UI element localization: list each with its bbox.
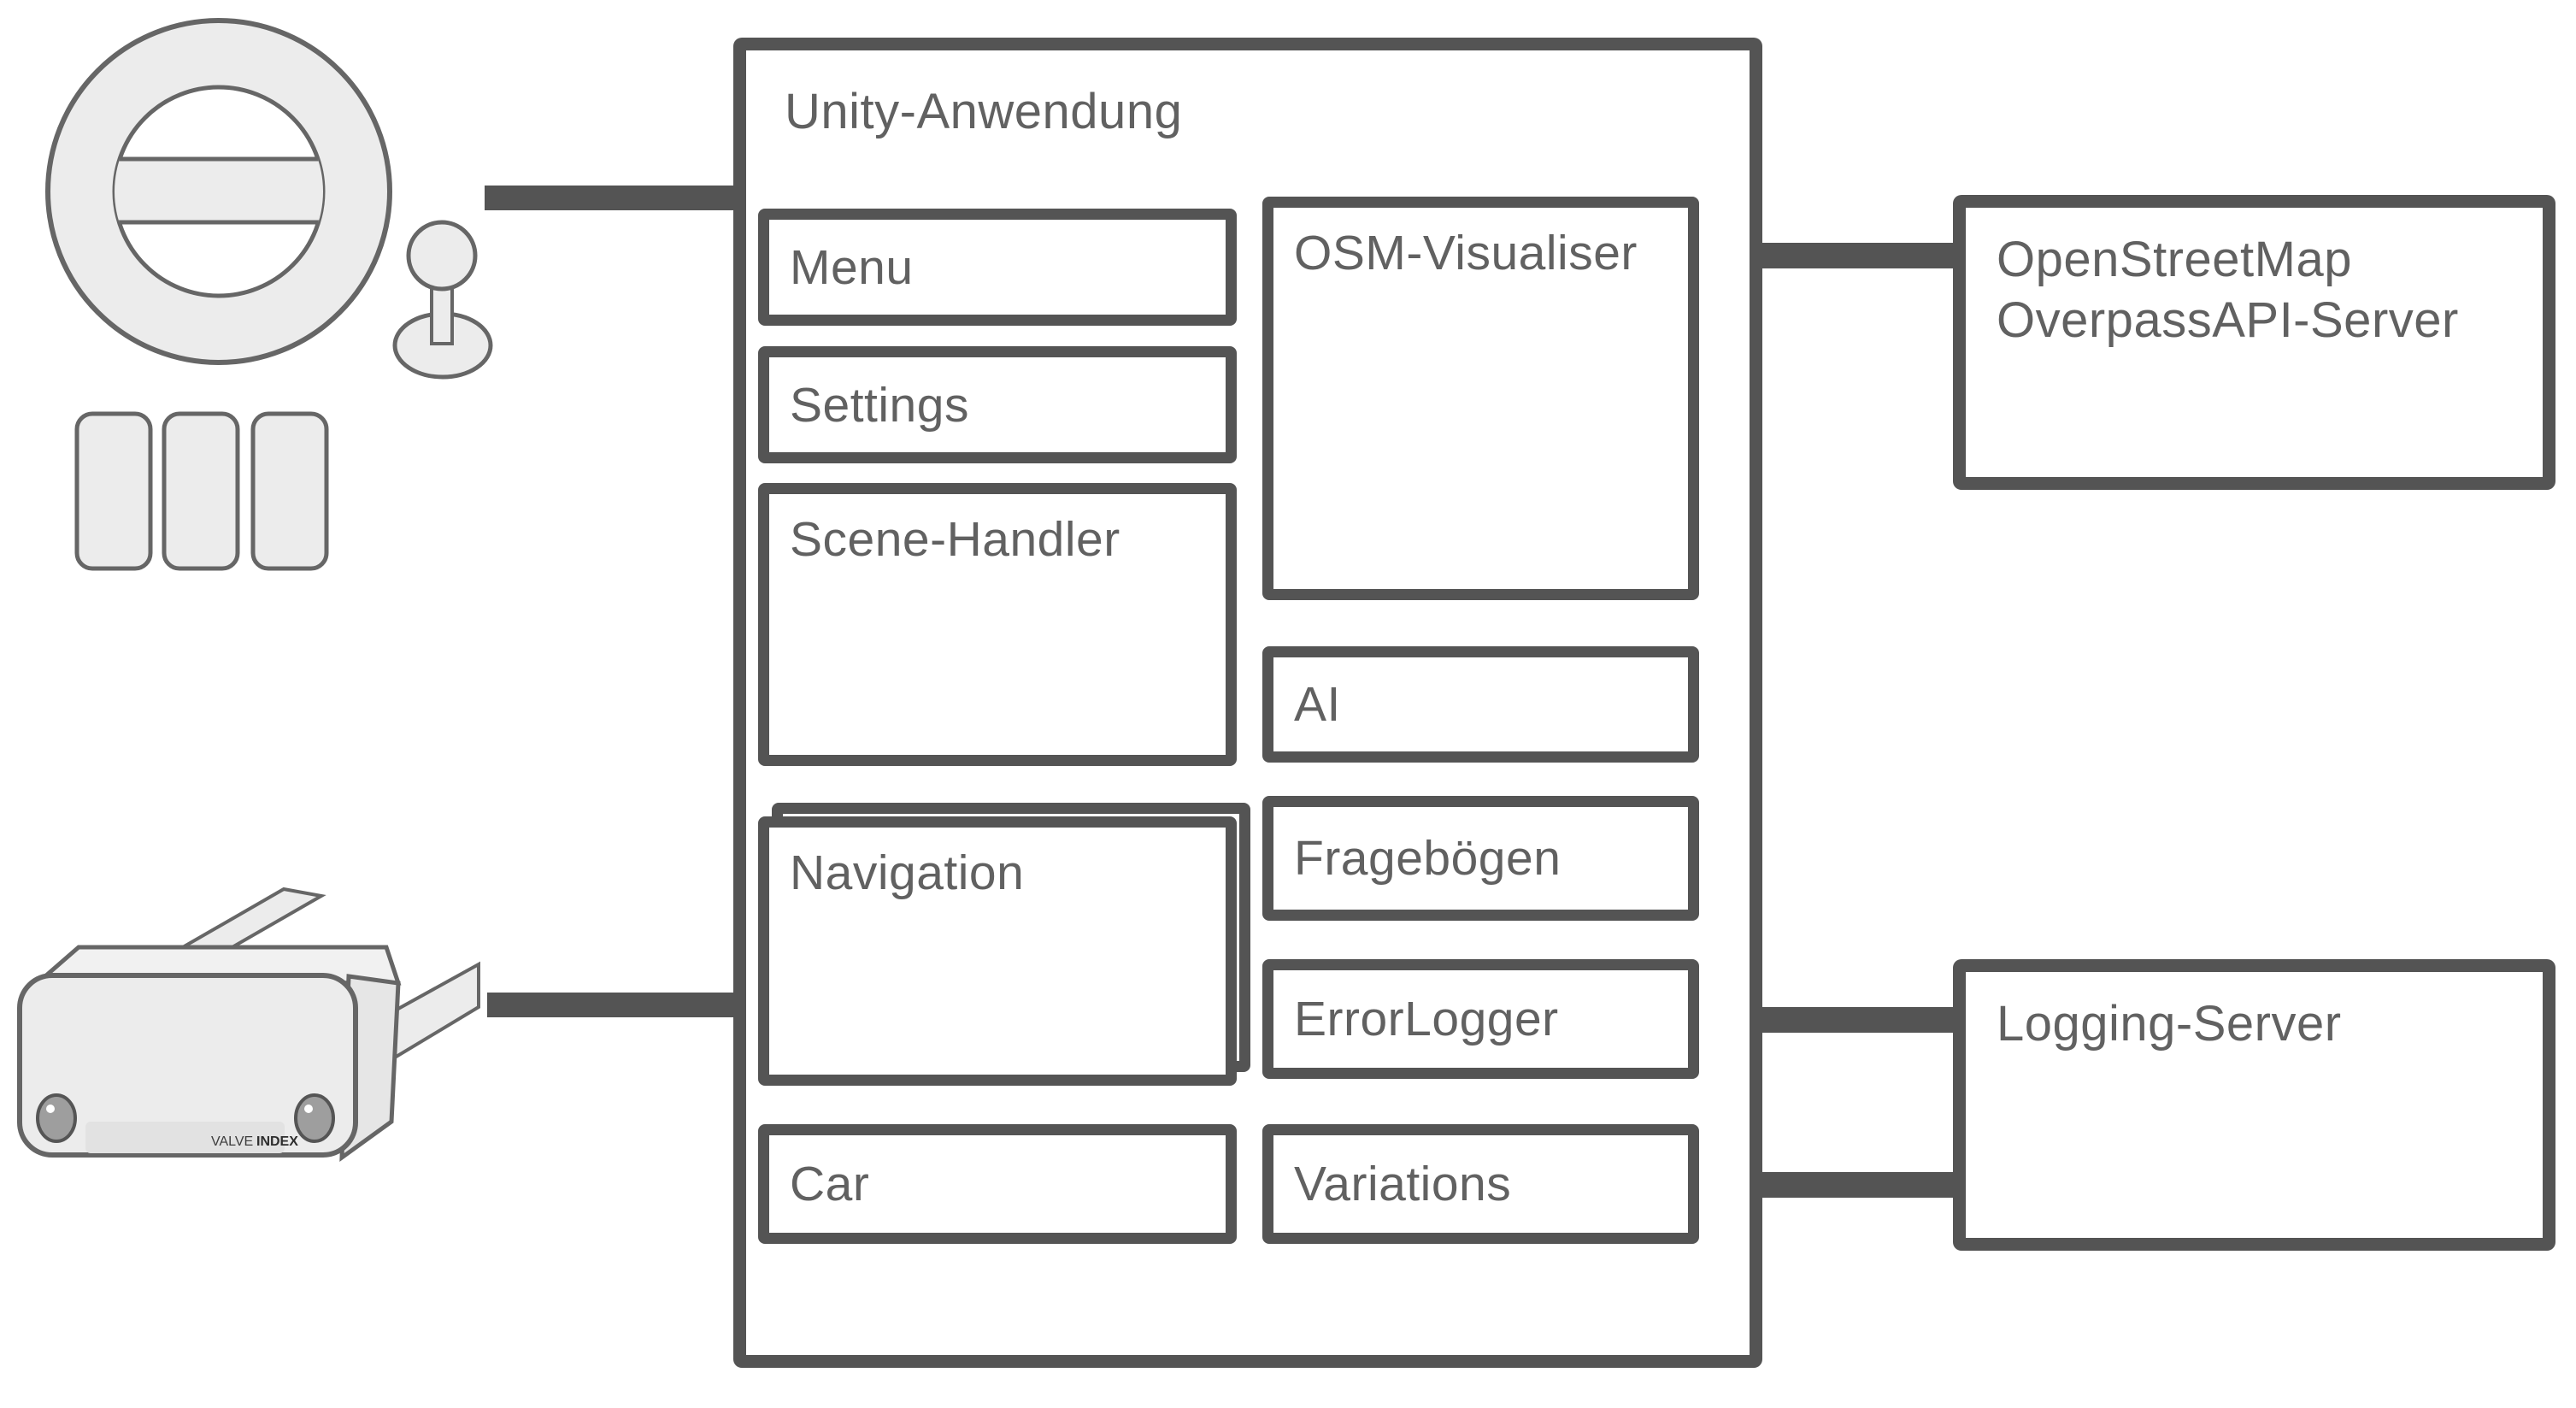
module-car-label: Car: [790, 1157, 870, 1211]
module-car: Car: [758, 1124, 1237, 1244]
module-settings: Settings: [758, 346, 1237, 463]
module-variations-label: Variations: [1294, 1157, 1512, 1211]
module-fragebogen-label: Fragebögen: [1294, 831, 1561, 886]
module-navigation-label: Navigation: [790, 845, 1025, 900]
module-errorlogger: ErrorLogger: [1262, 959, 1699, 1079]
module-settings-label: Settings: [790, 377, 969, 433]
headset-to-unity-connector: [487, 993, 741, 1017]
steering-wheel-icon: [45, 18, 392, 365]
vr-headset-icon: VALVE INDEX: [17, 887, 480, 1163]
module-ai: AI: [1262, 646, 1699, 763]
vr-model-label: INDEX: [256, 1134, 298, 1149]
osm-overpass-server-label-line1: OpenStreetMap: [1997, 232, 2352, 287]
vr-brand-label: VALVE: [211, 1134, 253, 1149]
gear-shifter-icon: [392, 220, 493, 380]
module-scene-handler-label: Scene-Handler: [790, 512, 1120, 567]
module-ai-label: AI: [1294, 677, 1341, 732]
logging-server-label: Logging-Server: [1997, 996, 2342, 1052]
osm-overpass-server-box: OpenStreetMap OverpassAPI-Server: [1953, 195, 2555, 490]
module-navigation: Navigation: [758, 816, 1237, 1086]
module-scene-handler: Scene-Handler: [758, 483, 1237, 766]
logging-server-box: Logging-Server: [1953, 959, 2555, 1251]
module-osm-visualiser-label: OSM-Visualiser: [1294, 226, 1638, 280]
osm-overpass-server-label-line2: OverpassAPI-Server: [1997, 292, 2459, 348]
module-osm-visualiser: OSM-Visualiser: [1262, 197, 1699, 600]
pedals-icon: [74, 411, 329, 571]
module-variations: Variations: [1262, 1124, 1699, 1244]
module-menu: Menu: [758, 209, 1237, 326]
module-fragebogen: Fragebögen: [1262, 796, 1699, 921]
module-errorlogger-label: ErrorLogger: [1294, 992, 1559, 1046]
wheel-to-unity-connector: [485, 186, 741, 210]
module-menu-label: Menu: [790, 239, 914, 295]
unity-application-title: Unity-Anwendung: [785, 84, 1183, 139]
